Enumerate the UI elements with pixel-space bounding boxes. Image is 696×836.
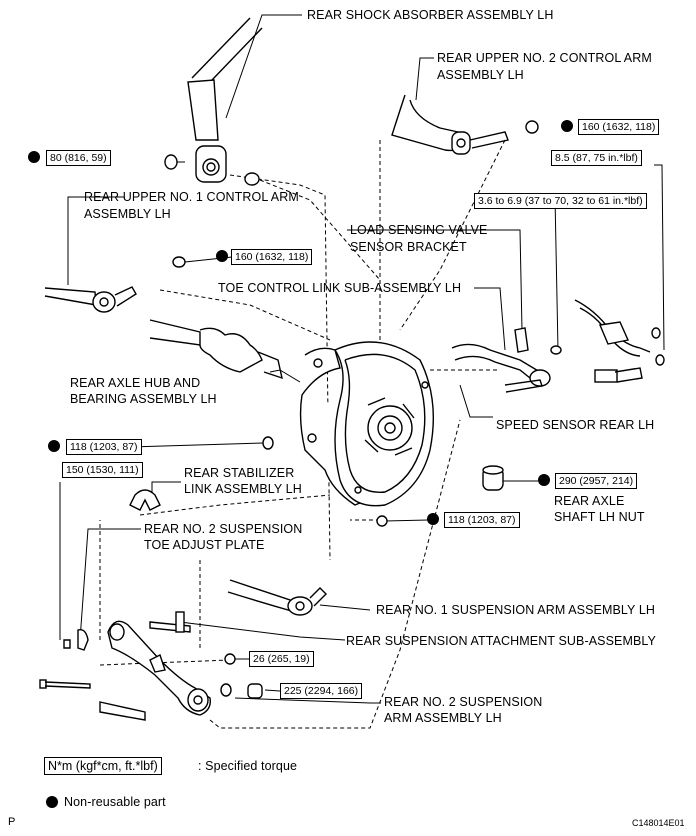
label-stabilizer-line1: REAR STABILIZER xyxy=(184,466,295,480)
legend-non-reusable-text: Non-reusable part xyxy=(64,795,166,809)
legend-unit-text: : Specified torque xyxy=(198,759,298,773)
label-toe-plate-line2: TOE ADJUST PLATE xyxy=(144,538,265,552)
label-no1-arm: REAR NO. 1 SUSPENSION ARM ASSEMBLY LH xyxy=(376,603,656,617)
no1-suspension-arm-drawing xyxy=(227,579,327,616)
label-stabilizer-line2: LINK ASSEMBLY LH xyxy=(184,482,302,496)
legend-unit-box: N*m (kgf*cm, ft.*lbf) xyxy=(44,757,162,775)
attachment-bolt-drawing xyxy=(149,611,191,633)
label-upper-no1-arm-line1: REAR UPPER NO. 1 CONTROL ARM xyxy=(84,190,299,204)
label-no2-arm-line1: REAR NO. 2 SUSPENSION xyxy=(384,695,543,709)
non-reusable-dot-290 xyxy=(538,474,550,486)
torque-80: 80 (816, 59) xyxy=(46,150,111,166)
label-load-sensing-line2: SENSOR BRACKET xyxy=(350,240,467,254)
torque-290: 290 (2957, 214) xyxy=(555,473,638,489)
torque-160-mid: 160 (1632, 118) xyxy=(231,249,313,265)
label-load-sensing-line1: LOAD SENSING VALVE xyxy=(350,223,488,237)
label-shock-absorber: REAR SHOCK ABSORBER ASSEMBLY LH xyxy=(307,8,554,22)
stabilizer-link-drawing xyxy=(129,489,161,511)
drive-shaft-drawing xyxy=(149,319,283,380)
corner-page-mark: P xyxy=(8,816,16,828)
non-reusable-dot-118-left xyxy=(48,440,60,452)
torque-118-right: 118 (1203, 87) xyxy=(444,512,520,528)
label-upper-no1-arm-line2: ASSEMBLY LH xyxy=(84,207,171,221)
label-no2-arm-line2: ARM ASSEMBLY LH xyxy=(384,711,502,725)
shock-absorber-drawing xyxy=(164,17,263,186)
label-attachment: REAR SUSPENSION ATTACHMENT SUB-ASSEMBLY xyxy=(346,634,656,648)
label-upper-no2-arm-line2: ASSEMBLY LH xyxy=(437,68,524,82)
label-axle-nut-line1: REAR AXLE xyxy=(554,494,625,508)
leader-lines xyxy=(59,14,665,704)
torque-26: 26 (265, 19) xyxy=(249,651,314,667)
toe-control-link-drawing xyxy=(451,327,562,393)
label-speed-sensor: SPEED SENSOR REAR LH xyxy=(496,418,655,432)
label-hub-line1: REAR AXLE HUB AND xyxy=(70,376,201,390)
label-axle-nut-line2: SHAFT LH NUT xyxy=(554,510,645,524)
axle-nut-drawing xyxy=(262,436,504,527)
torque-3-6-to-6-9: 3.6 to 6.9 (37 to 70, 32 to 61 in.*lbf) xyxy=(474,193,647,209)
speed-sensor-drawing xyxy=(574,299,665,383)
label-upper-no2-arm-line1: REAR UPPER NO. 2 CONTROL ARM xyxy=(437,51,652,65)
figure-code: C148014E01 xyxy=(632,818,685,828)
label-hub-line2: BEARING ASSEMBLY LH xyxy=(70,392,217,406)
non-reusable-dot-160-top xyxy=(561,120,573,132)
torque-118-left: 118 (1203, 87) xyxy=(66,439,142,455)
torque-160-top: 160 (1632, 118) xyxy=(578,119,660,135)
knuckle-hub-drawing xyxy=(299,341,434,507)
no2-suspension-arm-drawing xyxy=(39,620,263,721)
non-reusable-dot-118-right xyxy=(427,513,439,525)
upper-no2-arm-drawing xyxy=(391,94,539,155)
torque-8-5: 8.5 (87, 75 in.*lbf) xyxy=(551,150,642,166)
upper-no1-arm-drawing xyxy=(44,256,186,313)
torque-150: 150 (1530, 111) xyxy=(62,462,143,478)
legend-non-reusable-dot xyxy=(46,796,58,808)
non-reusable-dot-160-mid xyxy=(216,250,228,262)
torque-225: 225 (2294, 166) xyxy=(280,683,363,699)
label-toe-plate-line1: REAR NO. 2 SUSPENSION xyxy=(144,522,303,536)
non-reusable-dot-80 xyxy=(28,151,40,163)
label-toe-control-link: TOE CONTROL LINK SUB-ASSEMBLY LH xyxy=(218,281,462,295)
